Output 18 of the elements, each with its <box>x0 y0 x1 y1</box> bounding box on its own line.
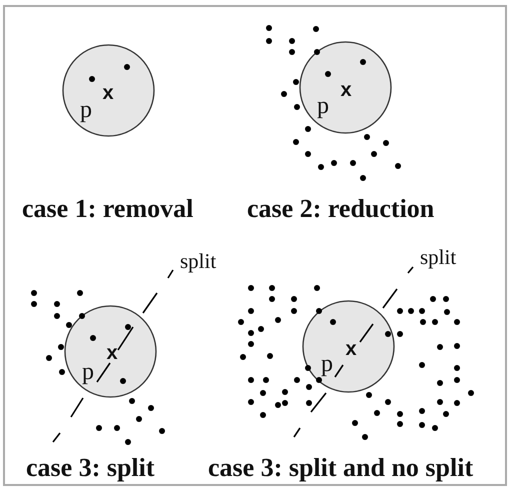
panel-caption: case 2: reduction <box>247 196 434 222</box>
panel-caption: case 3: split and no split <box>208 455 474 481</box>
center-label: x <box>345 339 357 359</box>
center-label: x <box>102 83 114 103</box>
line-label: split <box>180 251 216 272</box>
panel-caption: case 1: removal <box>22 196 194 222</box>
center-label: x <box>340 80 352 100</box>
point-label: p <box>321 352 333 376</box>
circle-region <box>64 304 156 398</box>
point-label: p <box>82 360 94 384</box>
line-label: split <box>420 247 456 268</box>
circle-region <box>298 40 392 134</box>
point-label: p <box>80 98 92 122</box>
point-label: p <box>317 94 329 118</box>
center-label: x <box>106 343 118 363</box>
circle-region <box>302 300 394 392</box>
panel-caption: case 3: split <box>26 455 155 481</box>
circle-region <box>62 44 154 136</box>
